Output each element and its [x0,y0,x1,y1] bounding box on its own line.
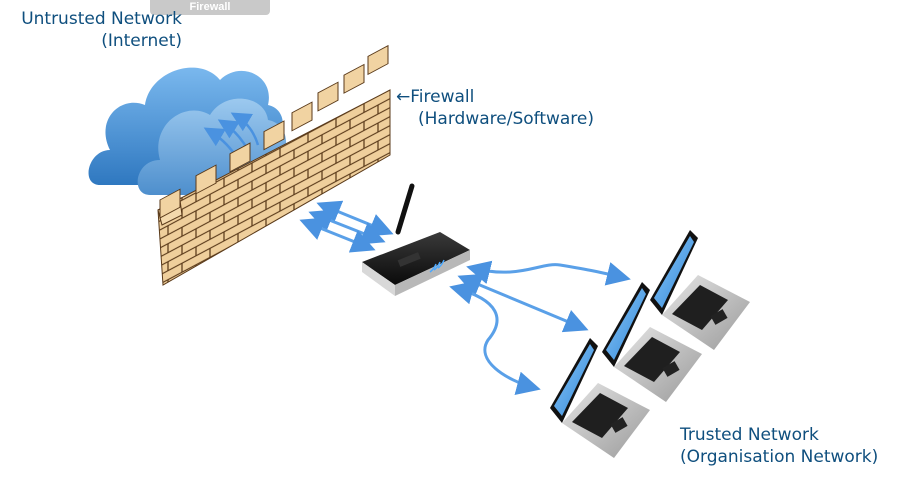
trusted-network-subtitle: (Organisation Network) [680,447,879,467]
trusted-network-title: Trusted Network [680,425,819,445]
firewall-subtitle: (Hardware/Software) [418,109,595,129]
left-arrow-icon: ← [396,87,411,107]
untrusted-network-subtitle: (Internet) [101,31,182,51]
firewall-label: ←Firewall (Hardware/Software) [396,86,594,130]
wireless-router-icon [362,183,470,296]
laptop-icon [602,282,702,402]
firewall-title: Firewall [410,87,475,107]
untrusted-network-label: Untrusted Network (Internet) [10,8,182,52]
laptop-icon [550,338,650,458]
laptop-icon [650,230,750,350]
untrusted-network-title: Untrusted Network [21,9,182,29]
bidirectional-arrow-icon [299,200,394,253]
bidirectional-arrow-icon [449,260,631,395]
firewall-tab[interactable]: Firewall [150,0,270,15]
trusted-network-label: Trusted Network (Organisation Network) [680,424,878,468]
brick-wall-icon [157,44,391,286]
